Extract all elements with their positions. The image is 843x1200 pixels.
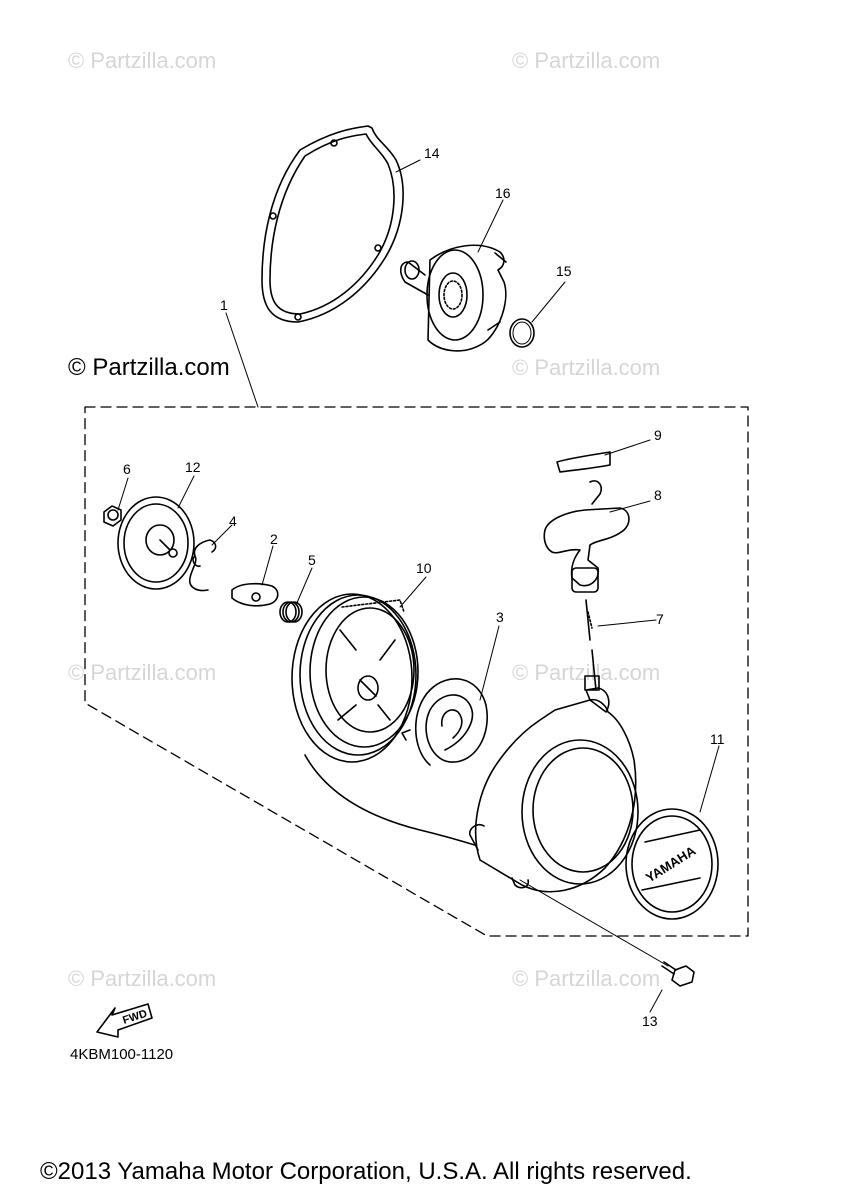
reel-part-10 <box>291 593 419 763</box>
diagram-code: 4KBM100-1120 <box>70 1046 174 1063</box>
watermark-bottom-left: © Partzilla.com <box>68 966 217 991</box>
callout-7: 7 <box>656 611 664 627</box>
handle-part-8 <box>543 480 630 593</box>
spiral-spring-part-3 <box>401 678 488 766</box>
callout-15: 15 <box>556 263 572 279</box>
callout-12: 12 <box>185 459 201 475</box>
cap-part-9 <box>556 451 611 473</box>
assembly-boundary <box>84 406 749 937</box>
callout-8: 8 <box>654 487 662 503</box>
watermark-top-right: © Partzilla.com <box>512 48 661 73</box>
fwd-arrow-icon <box>96 1003 153 1038</box>
gasket-part-14 <box>261 125 404 323</box>
starter-case <box>468 675 639 893</box>
watermark-bottom-right: © Partzilla.com <box>512 966 661 991</box>
watermark-top-left: © Partzilla.com <box>68 48 217 73</box>
callout-10: 10 <box>416 560 432 576</box>
drive-pulley-part-16 <box>399 244 507 352</box>
pawl-part-2 <box>231 582 279 607</box>
spring-part-5 <box>279 601 303 623</box>
callout-16: 16 <box>495 185 511 201</box>
watermark-mid-right: © Partzilla.com <box>512 355 661 380</box>
callout-1: 1 <box>220 297 228 313</box>
callout-5: 5 <box>308 552 316 568</box>
callout-9: 9 <box>654 427 662 443</box>
callout-11: 11 <box>710 731 725 747</box>
starter-rope <box>304 754 479 847</box>
nut-part-6 <box>103 505 122 527</box>
watermark-lower-left: © Partzilla.com <box>68 660 217 685</box>
callout-3: 3 <box>496 609 504 625</box>
watermark-main: © Partzilla.com <box>68 354 230 381</box>
copyright-notice: ©2013 Yamaha Motor Corporation, U.S.A. A… <box>40 1158 692 1185</box>
bolt-part-13 <box>661 961 695 987</box>
callout-13: 13 <box>642 1013 658 1029</box>
watermark-lower-right: © Partzilla.com <box>512 660 661 685</box>
leader-lines <box>117 159 720 1013</box>
callout-6: 6 <box>123 461 131 477</box>
callout-4: 4 <box>229 513 237 529</box>
o-ring-part-15 <box>509 318 535 348</box>
cover-cap-part-11 <box>625 808 719 920</box>
clip-part-4 <box>188 539 217 592</box>
callout-14: 14 <box>424 145 440 161</box>
rope-part-7 <box>585 599 597 691</box>
callout-2: 2 <box>270 531 278 547</box>
drive-plate-part-12 <box>117 496 195 590</box>
